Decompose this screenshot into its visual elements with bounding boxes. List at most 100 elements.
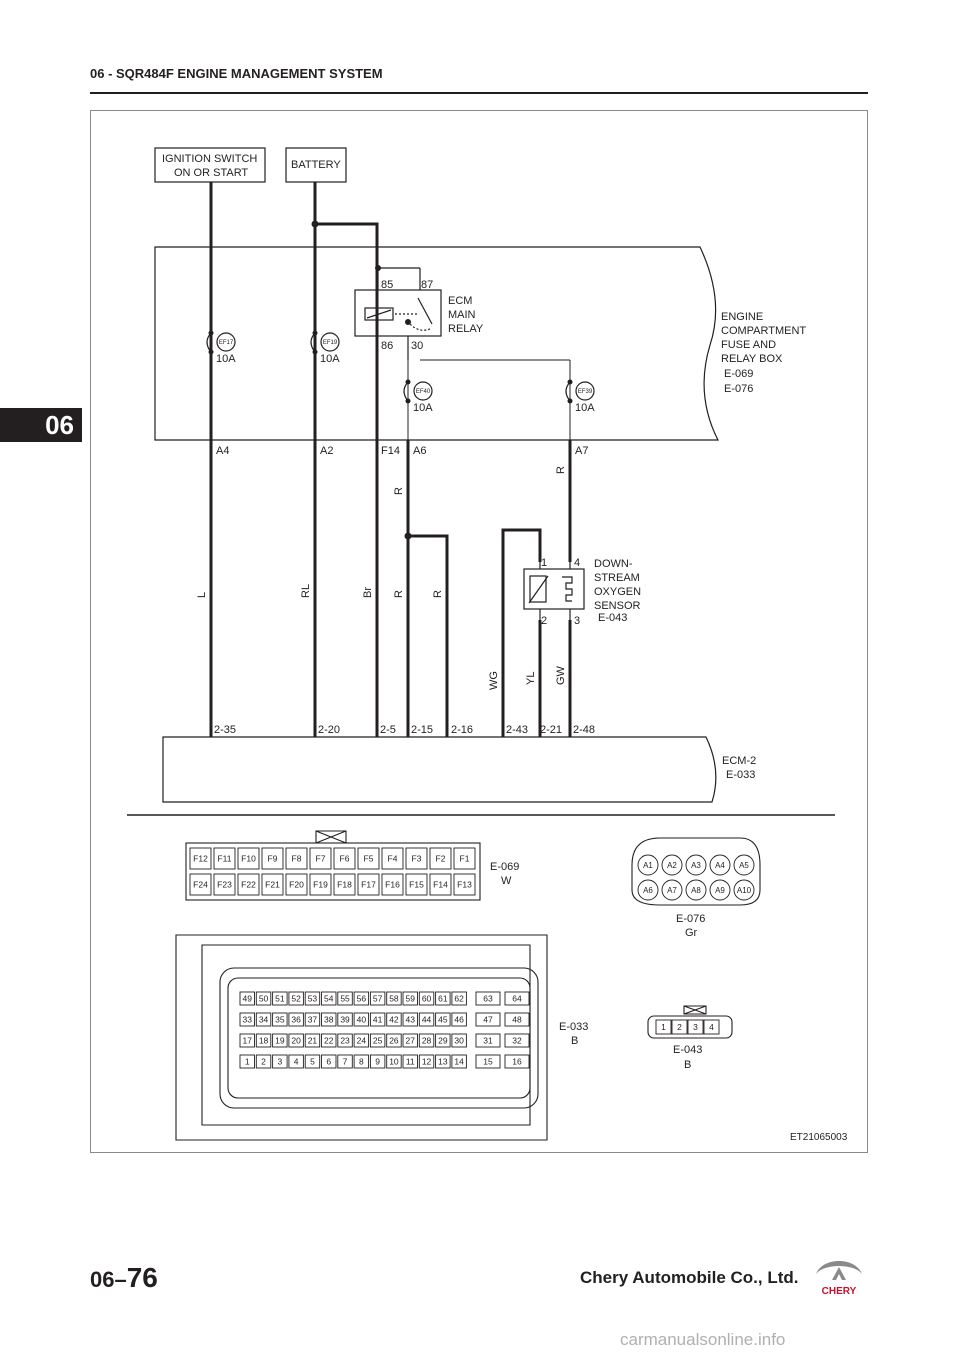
svg-text:A7: A7: [667, 886, 677, 895]
e033-pin-64: 64: [504, 991, 530, 1006]
svg-text:F4: F4: [388, 854, 398, 864]
e043-pin-3: 3: [687, 1019, 704, 1035]
relay-pin-85: 85: [381, 279, 393, 291]
svg-text:F7: F7: [316, 854, 326, 864]
svg-text:55: 55: [340, 994, 350, 1004]
e069-pin-F9: F9: [261, 847, 284, 870]
svg-text:13: 13: [438, 1057, 448, 1067]
relay-pin-30: 30: [411, 340, 423, 352]
svg-text:3: 3: [277, 1057, 282, 1067]
e033-pin-28: 28: [418, 1033, 435, 1048]
conn-e069-id: E-069: [490, 861, 519, 873]
svg-text:16: 16: [512, 1057, 522, 1067]
svg-text:A10: A10: [737, 886, 752, 895]
svg-text:63: 63: [483, 994, 493, 1004]
ecm-box-outline: [162, 736, 717, 803]
e069-pin-F14: F14: [429, 873, 452, 896]
svg-text:38: 38: [324, 1015, 334, 1025]
e033-pin-63: 63: [475, 991, 501, 1006]
e069-pin-F17: F17: [357, 873, 380, 896]
e033-pin-50: 50: [255, 991, 272, 1006]
e033-pin-19: 19: [272, 1033, 288, 1048]
svg-text:F2: F2: [436, 854, 446, 864]
e033-pin-54: 54: [321, 991, 337, 1006]
svg-text:29: 29: [438, 1036, 448, 1046]
svg-text:61: 61: [438, 994, 448, 1004]
fuse-id-ef19: EF19: [323, 340, 338, 346]
svg-text:57: 57: [373, 994, 383, 1004]
svg-text:1: 1: [245, 1057, 250, 1067]
e069-pin-F8: F8: [285, 847, 308, 870]
wire-wg: [501, 528, 542, 737]
page-number: 06–76: [90, 1262, 158, 1294]
svg-text:41: 41: [373, 1015, 383, 1025]
svg-text:60: 60: [422, 994, 432, 1004]
sensor-label-line4: SENSOR: [594, 600, 641, 612]
svg-text:F9: F9: [268, 854, 278, 864]
e033-pin-59: 59: [402, 991, 418, 1006]
wire-color-r-branch: R: [432, 590, 444, 598]
svg-text:F16: F16: [385, 880, 400, 890]
svg-text:25: 25: [373, 1036, 383, 1046]
e033-pin-24: 24: [353, 1033, 370, 1048]
conn-e033-color: B: [571, 1035, 578, 1047]
fuse-rating-ef39: 10A: [575, 402, 595, 414]
e033-pin-27: 27: [402, 1033, 418, 1048]
e069-pin-F2: F2: [429, 847, 452, 870]
svg-text:30: 30: [454, 1036, 464, 1046]
svg-text:A8: A8: [691, 886, 701, 895]
page-header-title: 06 - SQR484F ENGINE MANAGEMENT SYSTEM: [90, 66, 383, 81]
svg-text:F21: F21: [265, 880, 280, 890]
e033-pin-4: 4: [288, 1054, 304, 1069]
e069-pin-F23: F23: [213, 873, 236, 896]
svg-text:F8: F8: [292, 854, 302, 864]
ecm-pin-2-21: 2-21: [540, 724, 562, 736]
e076-pin-A6: A6: [637, 879, 659, 901]
fuse-box-pin-f14: F14: [381, 445, 400, 457]
battery-label: BATTERY: [291, 159, 341, 171]
fuse-box-connector-2: E-076: [724, 383, 753, 395]
wire-r-branch: [408, 534, 449, 737]
svg-text:42: 42: [389, 1015, 399, 1025]
fuse-box-connector-1: E-069: [724, 368, 753, 380]
relay-pin-87: 87: [421, 279, 433, 291]
svg-text:20: 20: [291, 1036, 301, 1046]
e033-pin-20: 20: [288, 1033, 304, 1048]
e033-pin-31: 31: [475, 1033, 501, 1048]
e033-pin-5: 5: [304, 1054, 321, 1069]
e033-pin-29: 29: [435, 1033, 451, 1048]
watermark: carmanualsonline.info: [620, 1330, 786, 1349]
wire-color-rl: RL: [300, 584, 312, 598]
conn-e069-color: W: [501, 875, 512, 887]
svg-text:50: 50: [259, 994, 269, 1004]
chery-logo-icon: CHERY: [816, 1261, 862, 1297]
svg-text:45: 45: [438, 1015, 448, 1025]
svg-text:F24: F24: [193, 880, 208, 890]
e069-pin-F7: F7: [309, 847, 332, 870]
relay-label-line2: MAIN: [448, 309, 476, 321]
e033-pin-11: 11: [402, 1054, 418, 1069]
header-divider: [90, 92, 868, 94]
e033-pin-41: 41: [369, 1012, 386, 1027]
e033-pin-51: 51: [272, 991, 288, 1006]
svg-text:31: 31: [483, 1036, 493, 1046]
e069-pin-F21: F21: [261, 873, 284, 896]
e076-pin-A7: A7: [661, 879, 683, 901]
e033-pin-26: 26: [386, 1033, 402, 1048]
e033-pin-21: 21: [304, 1033, 321, 1048]
svg-text:48: 48: [512, 1015, 522, 1025]
e033-pin-9: 9: [369, 1054, 386, 1069]
e043-pin-4: 4: [703, 1019, 720, 1035]
sensor-connector-label: E-043: [598, 612, 627, 624]
svg-text:53: 53: [308, 994, 318, 1004]
svg-text:F6: F6: [340, 854, 350, 864]
svg-text:44: 44: [422, 1015, 432, 1025]
svg-text:9: 9: [375, 1057, 380, 1067]
svg-text:26: 26: [389, 1036, 399, 1046]
fuse-id-ef39: EF39: [578, 389, 593, 395]
e033-pin-44: 44: [418, 1012, 435, 1027]
e033-pin-57: 57: [369, 991, 386, 1006]
e069-pin-F10: F10: [237, 847, 260, 870]
svg-text:F19: F19: [313, 880, 328, 890]
